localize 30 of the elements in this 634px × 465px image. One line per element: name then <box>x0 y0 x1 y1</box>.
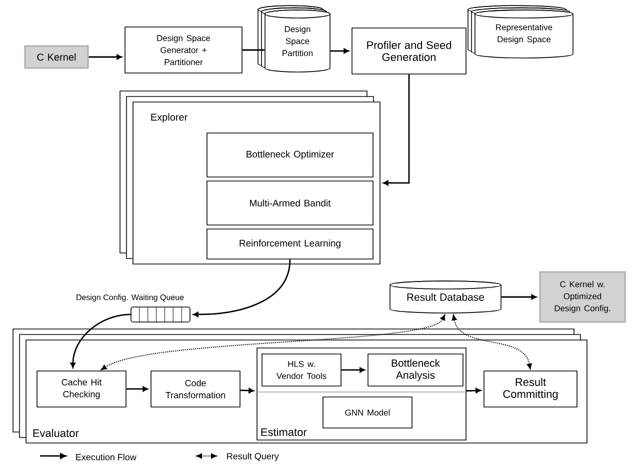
arrow <box>193 259 291 318</box>
output-box: C Kernel w. Optimized Design Config. <box>539 271 626 323</box>
database-cylinder: Result Database <box>390 280 502 314</box>
arrow <box>100 314 446 370</box>
process-box: Cache Hit Checking <box>36 370 126 408</box>
database-stack: Design Space Partition <box>258 5 330 72</box>
module-box: GNN Model <box>322 396 412 428</box>
arrow <box>466 388 481 394</box>
module-box: Bottleneck Optimizer <box>206 132 374 178</box>
arrow <box>330 48 349 54</box>
arrow <box>452 314 532 370</box>
arrow <box>383 74 410 186</box>
arrow <box>88 54 122 60</box>
legend-text: Result Query <box>227 452 279 462</box>
arrow <box>126 386 148 392</box>
process-box: Result Committing <box>484 370 578 408</box>
legend-text: Execution Flow <box>76 454 136 460</box>
module-box: Multi-Armed Bandit <box>206 180 374 226</box>
arrow <box>501 294 537 300</box>
module-box: Bottleneck Analysis <box>368 354 464 386</box>
arrow <box>70 314 131 368</box>
module-box: HLS w. Vendor Tools <box>262 354 342 386</box>
process-box: Profiler and Seed Generation <box>352 28 466 74</box>
module-box: Reinforcement Learning <box>206 228 374 260</box>
database-stack: Representative Design Space <box>468 5 574 58</box>
input-box: C Kernel <box>24 45 89 69</box>
process-box: Design Space Generator + Partitioner <box>124 26 242 74</box>
process-box: Code Transformation <box>150 370 240 408</box>
arrow <box>341 367 365 373</box>
arrow <box>240 388 254 394</box>
